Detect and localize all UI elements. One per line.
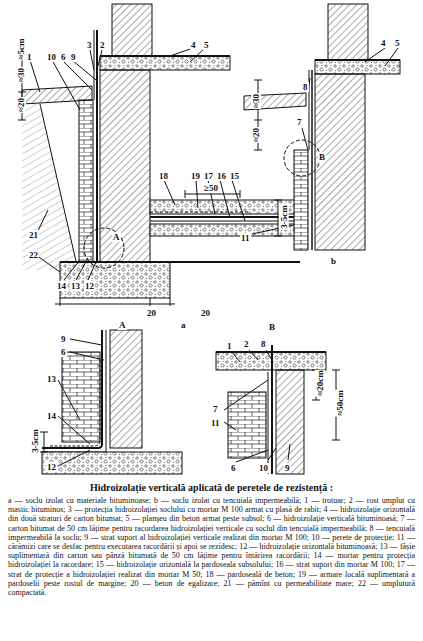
dimension: 20 (146, 308, 157, 318)
callout-number: 15 (229, 171, 240, 181)
callout-number: 1 (226, 341, 233, 351)
callout-number: 12 (46, 462, 57, 472)
dimension: ≥50 (203, 183, 219, 193)
callout-number: 8 (302, 82, 309, 92)
dimension: 3-5cm (30, 428, 40, 454)
callout-number: 13 (70, 281, 81, 291)
callout-number: 14 (46, 411, 57, 421)
callout-number: 7 (212, 404, 219, 414)
callout-number: 11 (240, 233, 251, 243)
callout-number: 5 (203, 40, 210, 50)
dimension: ≈30 (251, 93, 261, 109)
callout-number: 2 (243, 339, 250, 349)
dimension: ≈50cm (335, 389, 345, 416)
callout-number: 5 (394, 38, 401, 48)
callout-number: 7 (296, 117, 303, 127)
callout-number: 22 (28, 250, 39, 260)
dimension: 20 (200, 308, 211, 318)
callout-number: 16 (216, 171, 227, 181)
callout-number: 14 (56, 281, 67, 291)
callout-number: 4 (380, 38, 387, 48)
callout-number: 12 (84, 281, 95, 291)
figure-letter: a (180, 320, 187, 330)
figure-letter: b (330, 256, 337, 266)
figure-title: Hidroizolație verticală aplicată de pere… (8, 482, 415, 494)
callout-number: 2 (99, 40, 106, 50)
dimension: ≈20 (16, 97, 26, 113)
dimension: ≈20cm (315, 369, 325, 396)
detail-letter: B (268, 322, 276, 332)
callout-number: 3 (86, 40, 93, 50)
callout-number: 13 (46, 374, 57, 384)
callout-number: 10 (46, 52, 57, 62)
callout-number: 21 (28, 230, 39, 240)
detail-letter: B (318, 152, 326, 162)
dimension: ≈20 (251, 127, 261, 143)
callout-number: 11 (210, 418, 221, 428)
callout-number: 6 (230, 463, 237, 473)
dimension: ≈5cm (16, 38, 26, 61)
detail-letter: A (112, 232, 121, 242)
detail-letter: A (118, 320, 127, 330)
callout-number: 8 (260, 339, 267, 349)
callout-number: 9 (60, 334, 67, 344)
callout-number: 10 (258, 463, 269, 473)
callout-number: 4 (190, 40, 197, 50)
callout-number: 9 (284, 463, 291, 473)
callout-number: 1 (26, 52, 33, 62)
callout-number: 9 (70, 52, 77, 62)
callout-number: 6 (60, 52, 67, 62)
dimension: ≈30 (16, 67, 26, 83)
dimension: 3-5cm (279, 204, 289, 230)
callout-number: 6 (60, 347, 67, 357)
figure-caption: a — soclu izolat cu materiale bituminoas… (8, 496, 415, 597)
callout-number: 18 (158, 171, 169, 181)
callout-number: 17 (203, 171, 214, 181)
callout-number: 19 (190, 171, 201, 181)
